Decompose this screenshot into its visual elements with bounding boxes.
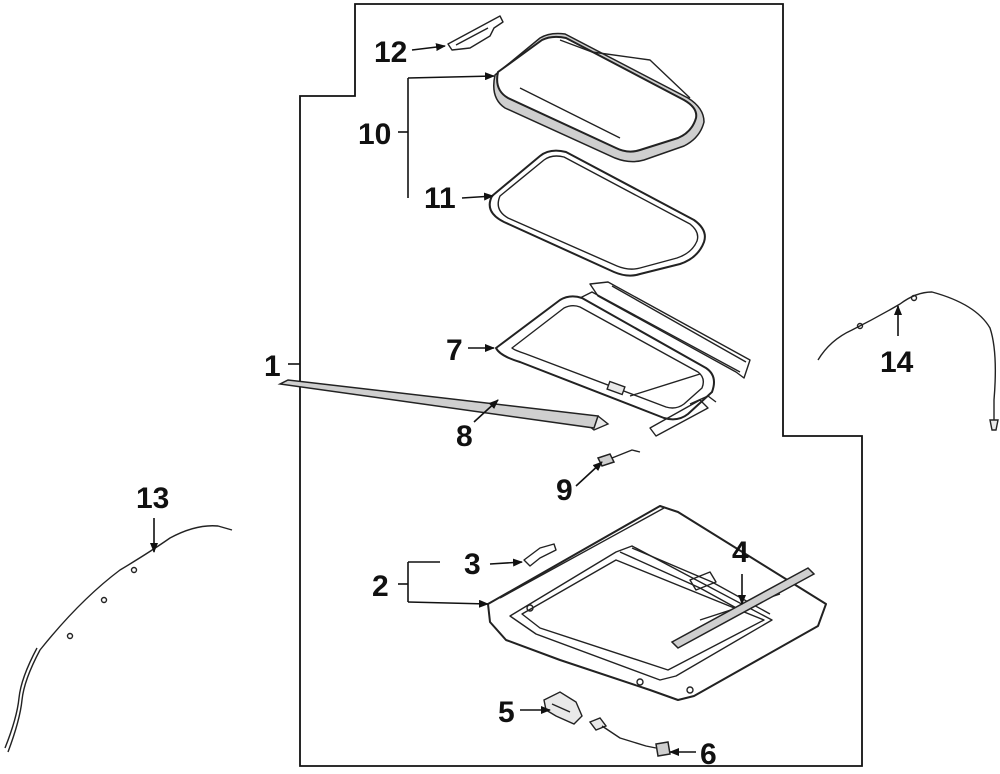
part-2-sunroof-frame [487, 505, 827, 701]
callout-14: 14 [880, 346, 914, 379]
callout-6: 6 [700, 738, 717, 771]
leader-lines [150, 43, 902, 756]
callout-7: 7 [446, 334, 463, 367]
part-5-motor [543, 691, 583, 725]
callout-11: 11 [424, 182, 456, 215]
part-8-front-strip [277, 379, 610, 431]
callout-2: 2 [372, 570, 389, 603]
part-13-drain-hose [4, 525, 233, 753]
callout-1: 1 [264, 350, 281, 383]
part-4-drain-strip [670, 567, 816, 649]
assembly-border [299, 3, 863, 767]
part-7-sunshade-frame [495, 281, 751, 437]
part-6-harness [588, 717, 671, 757]
callout-9: 9 [556, 474, 573, 507]
callout-5: 5 [498, 696, 515, 729]
callout-8: 8 [456, 420, 473, 453]
part-9-clip [596, 449, 641, 467]
part-12-deflector-bracket [447, 15, 504, 51]
part-10-glass-panel [493, 32, 705, 163]
callout-3: 3 [464, 548, 481, 581]
callout-4: 4 [732, 536, 749, 569]
callout-10: 10 [358, 118, 391, 151]
callout-13: 13 [136, 482, 169, 515]
part-11-glass-seal [488, 149, 706, 277]
part-3-bracket [523, 543, 557, 567]
callout-12: 12 [374, 36, 407, 69]
part-14-drain-hose [817, 291, 999, 431]
